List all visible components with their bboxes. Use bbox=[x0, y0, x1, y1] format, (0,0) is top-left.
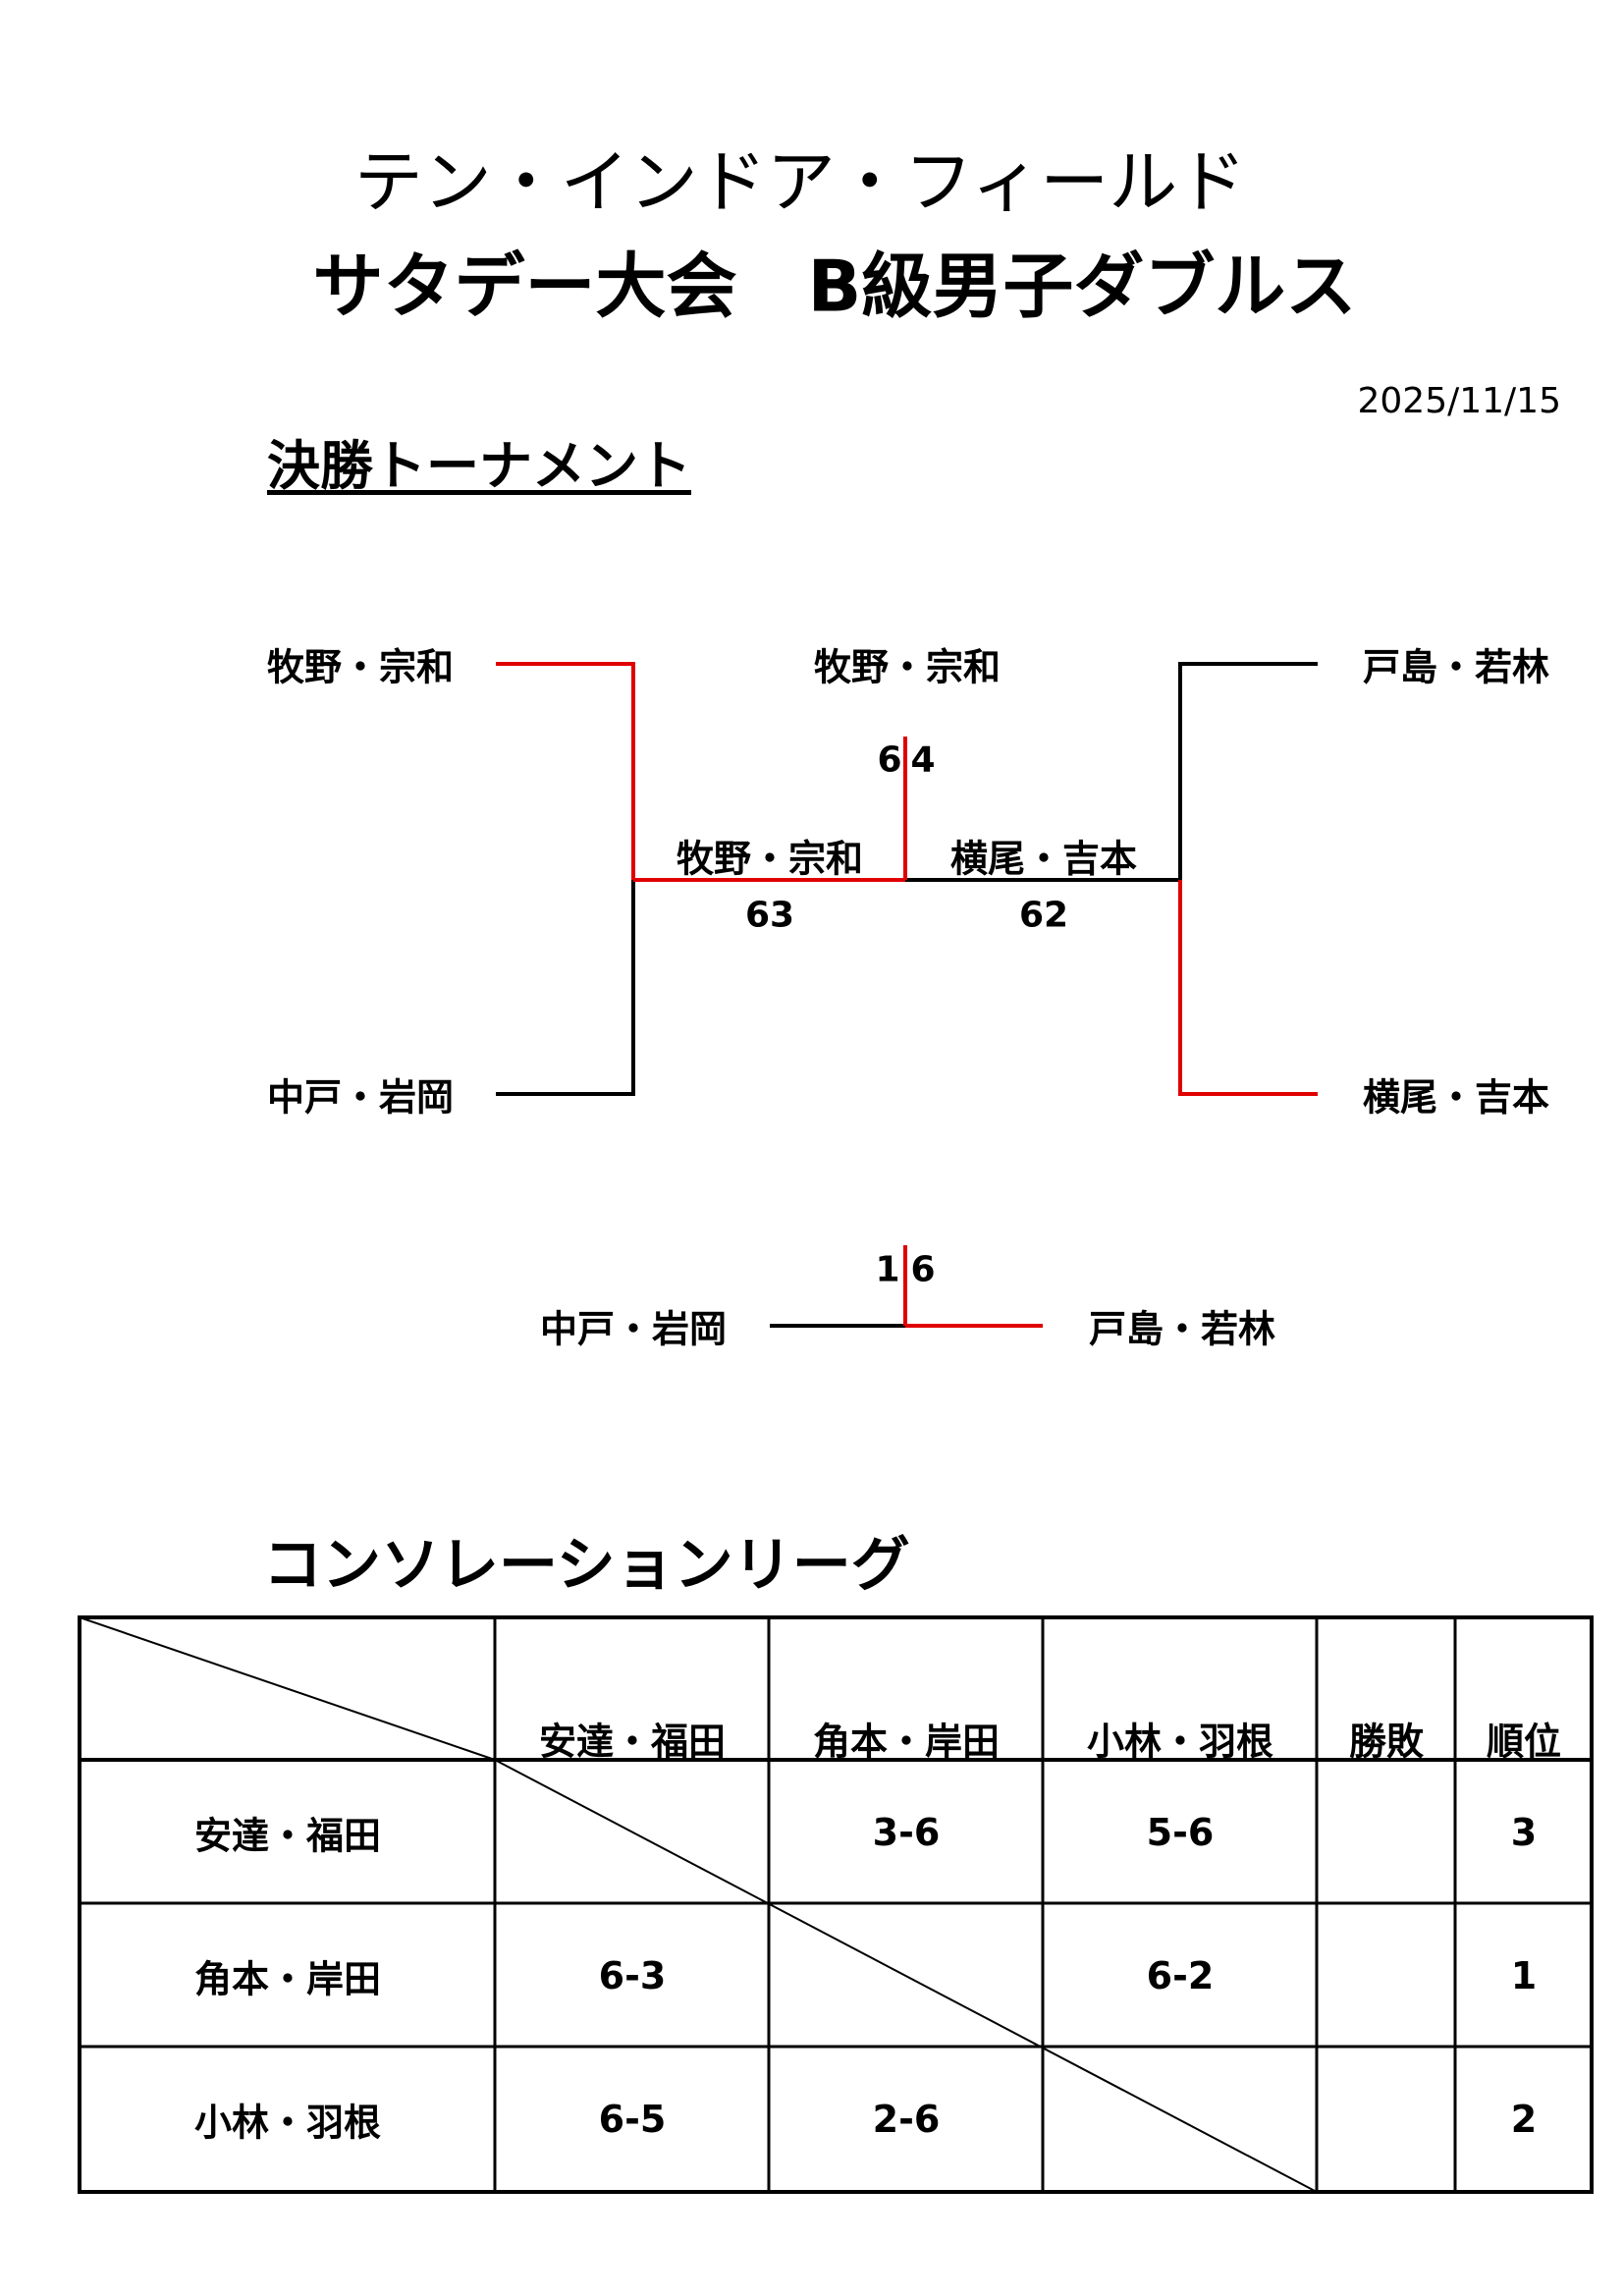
rank: 1 bbox=[1510, 1954, 1538, 1997]
league-heading: コンソレーションリーグ bbox=[263, 1531, 910, 1600]
cell: 5-6 bbox=[1146, 1811, 1215, 1854]
bracket-left-bottom bbox=[496, 880, 635, 1096]
col-header: 順位 bbox=[1486, 1720, 1562, 1764]
team-right-bottom: 横尾・吉本 bbox=[1362, 1075, 1550, 1120]
cell: 6-3 bbox=[598, 1954, 667, 1997]
third-score-left: 1 bbox=[875, 1249, 900, 1290]
bracket-left-top bbox=[496, 662, 635, 880]
cell: 6-2 bbox=[1146, 1954, 1215, 1997]
row-team: 安達・福田 bbox=[193, 1814, 382, 1858]
team-right-top: 戸島・若林 bbox=[1362, 645, 1550, 689]
cell: 3-6 bbox=[872, 1811, 941, 1854]
semi-right-winner: 横尾・吉本 bbox=[949, 837, 1138, 881]
cell: 6-5 bbox=[598, 2098, 667, 2141]
col-header: 安達・福田 bbox=[538, 1720, 727, 1764]
team-left-bottom: 中戸・岩岡 bbox=[266, 1075, 455, 1120]
title-line2: サタデー大会 B級男子ダブルス bbox=[312, 245, 1357, 328]
final-score-right: 4 bbox=[910, 739, 936, 781]
cell: 2-6 bbox=[872, 2098, 941, 2141]
title-line1: テン・インドア・フィールド bbox=[353, 141, 1247, 223]
semi-left-winner: 牧野・宗和 bbox=[676, 837, 864, 881]
date: 2025/11/15 bbox=[1357, 381, 1562, 421]
rank: 2 bbox=[1510, 2098, 1538, 2141]
third-team-right: 戸島・若林 bbox=[1088, 1307, 1276, 1351]
row-team: 角本・岸田 bbox=[193, 1957, 382, 2001]
tournament-heading: 決勝トーナメント bbox=[267, 435, 691, 497]
col-header: 角本・岸田 bbox=[812, 1720, 1001, 1764]
third-score-right: 6 bbox=[910, 1249, 936, 1290]
champion: 牧野・宗和 bbox=[813, 645, 1001, 689]
semi-right-score: 62 bbox=[1018, 895, 1069, 936]
final-score-left: 6 bbox=[877, 739, 902, 781]
rank: 3 bbox=[1510, 1811, 1538, 1854]
bracket-right-top bbox=[1178, 662, 1318, 880]
row-team: 小林・羽根 bbox=[193, 2101, 382, 2145]
semi-left-score: 63 bbox=[744, 895, 795, 936]
col-header: 勝敗 bbox=[1348, 1720, 1425, 1764]
team-left-top: 牧野・宗和 bbox=[266, 645, 455, 689]
third-team-left: 中戸・岩岡 bbox=[539, 1307, 728, 1351]
bracket-right-bottom bbox=[1178, 880, 1318, 1096]
col-header: 小林・羽根 bbox=[1086, 1720, 1274, 1764]
